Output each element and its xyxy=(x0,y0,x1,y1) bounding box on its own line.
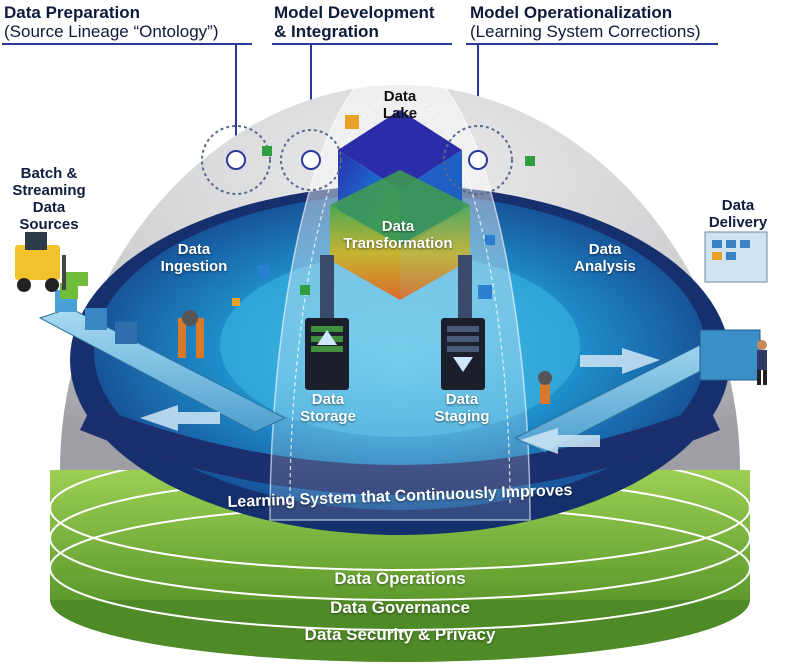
server-icon xyxy=(305,318,485,390)
robot-arm-icon xyxy=(178,310,552,404)
monitor-dashboard-icon xyxy=(704,231,768,283)
conveyor-belt-icon xyxy=(38,283,287,433)
band-data-governance: Data Governance xyxy=(330,598,470,617)
forklift-icon xyxy=(15,232,88,292)
header-model-development: Model Development & Integration xyxy=(274,3,435,41)
header-data-preparation: Data Preparation (Source Lineage “Ontolo… xyxy=(4,3,219,41)
flow-arrows xyxy=(140,348,660,454)
label-data-lake: Data Lake xyxy=(382,88,418,122)
cube-icon xyxy=(232,115,535,306)
label-batch-streaming-sources: Batch & Streaming Data Sources xyxy=(12,165,86,233)
header-subtitle: (Learning System Corrections) xyxy=(470,22,701,41)
label-data-transformation: Data Transformation xyxy=(343,218,453,252)
header-title: Data Preparation xyxy=(4,3,141,22)
band-data-security-privacy: Data Security & Privacy xyxy=(304,625,496,644)
conveyor-belt-icon-right xyxy=(513,329,762,453)
label-data-ingestion: Data Ingestion xyxy=(160,241,228,275)
person-icon xyxy=(757,340,767,385)
band-data-operations: Data Operations xyxy=(334,569,466,588)
header-title-line2: & Integration xyxy=(274,22,379,41)
header-title: Model Operationalization xyxy=(470,3,673,22)
label-data-staging: Data Staging xyxy=(434,391,490,425)
header-subtitle: (Source Lineage “Ontology”) xyxy=(4,22,219,41)
header-model-operationalization: Model Operationalization (Learning Syste… xyxy=(470,3,701,41)
target-circle-icon xyxy=(201,125,513,195)
label-data-storage: Data Storage xyxy=(300,391,356,425)
learning-ring xyxy=(80,405,720,495)
label-data-analysis: Data Analysis xyxy=(574,241,636,275)
header-title-line1: Model Development xyxy=(274,3,435,22)
pillars xyxy=(320,255,472,335)
label-data-delivery: Data Delivery xyxy=(708,197,768,231)
